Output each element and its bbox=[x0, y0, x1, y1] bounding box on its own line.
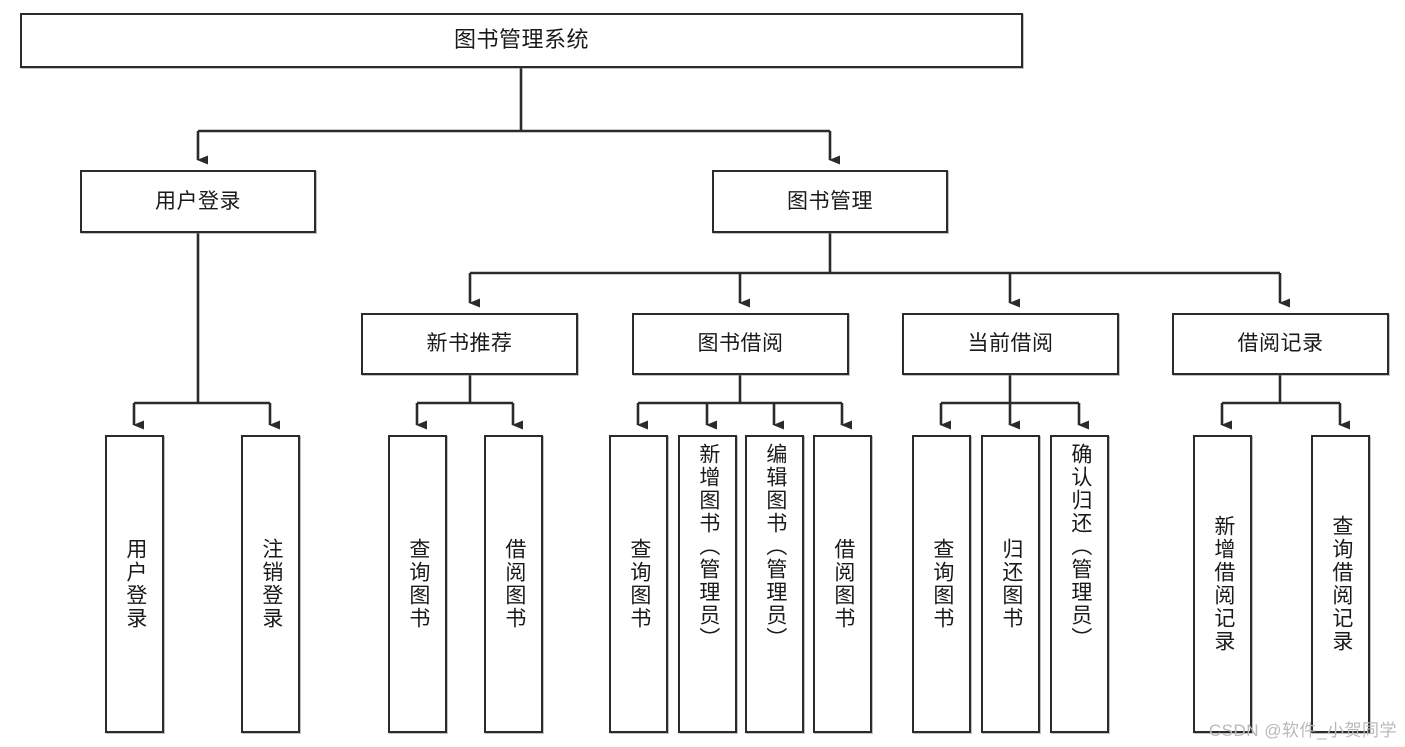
node-label: 图书管理 bbox=[787, 189, 873, 213]
node-book-borrow[interactable]: 图书借阅 bbox=[632, 313, 849, 375]
node-user-login[interactable]: 用户登录 bbox=[80, 170, 316, 233]
leaf-record-query-borrow-record[interactable]: 查询借阅记录 bbox=[1311, 435, 1370, 733]
node-new-book-recommend[interactable]: 新书推荐 bbox=[361, 313, 578, 375]
node-label: 新增借阅记录 bbox=[1211, 515, 1235, 653]
node-label: 新增图书（管理员） bbox=[696, 443, 720, 650]
leaf-current-query-book[interactable]: 查询图书 bbox=[912, 435, 971, 733]
leaf-record-add-borrow-record[interactable]: 新增借阅记录 bbox=[1193, 435, 1252, 733]
node-label: 查询图书 bbox=[406, 538, 430, 630]
leaf-recommend-borrow-book[interactable]: 借阅图书 bbox=[484, 435, 543, 733]
leaf-current-return-book[interactable]: 归还图书 bbox=[981, 435, 1040, 733]
node-label: 借阅图书 bbox=[502, 538, 526, 630]
node-label: 用户登录 bbox=[155, 189, 241, 213]
node-label: 查询借阅记录 bbox=[1329, 515, 1353, 653]
node-label: 编辑图书（管理员） bbox=[763, 443, 787, 650]
node-label: 图书借阅 bbox=[697, 332, 784, 356]
node-label: 查询图书 bbox=[627, 538, 651, 630]
node-label: 归还图书 bbox=[999, 538, 1023, 630]
node-label: 查询图书 bbox=[930, 538, 954, 630]
node-label: 图书管理系统 bbox=[453, 27, 589, 53]
node-book-management[interactable]: 图书管理 bbox=[712, 170, 948, 233]
leaf-borrow-borrow-book[interactable]: 借阅图书 bbox=[813, 435, 872, 733]
node-label: 确认归还（管理员） bbox=[1068, 443, 1092, 650]
leaf-borrow-add-book-admin[interactable]: 新增图书（管理员） bbox=[678, 435, 737, 733]
node-label: 用户登录 bbox=[123, 538, 147, 630]
leaf-borrow-edit-book-admin[interactable]: 编辑图书（管理员） bbox=[745, 435, 804, 733]
node-label: 借阅记录 bbox=[1237, 332, 1324, 356]
node-label: 新书推荐 bbox=[426, 332, 513, 356]
leaf-current-confirm-return-admin[interactable]: 确认归还（管理员） bbox=[1050, 435, 1109, 733]
leaf-borrow-query-book[interactable]: 查询图书 bbox=[609, 435, 668, 733]
node-label: 借阅图书 bbox=[831, 538, 855, 630]
node-label: 当前借阅 bbox=[967, 332, 1054, 356]
leaf-recommend-query-book[interactable]: 查询图书 bbox=[388, 435, 447, 733]
watermark: CSDN @软件_小贺同学 bbox=[1208, 721, 1397, 740]
leaf-user-login[interactable]: 用户登录 bbox=[105, 435, 164, 733]
node-label: 注销登录 bbox=[259, 538, 283, 630]
leaf-user-logout[interactable]: 注销登录 bbox=[241, 435, 300, 733]
node-borrow-record[interactable]: 借阅记录 bbox=[1172, 313, 1389, 375]
node-current-borrow[interactable]: 当前借阅 bbox=[902, 313, 1119, 375]
node-root-system[interactable]: 图书管理系统 bbox=[20, 13, 1023, 68]
